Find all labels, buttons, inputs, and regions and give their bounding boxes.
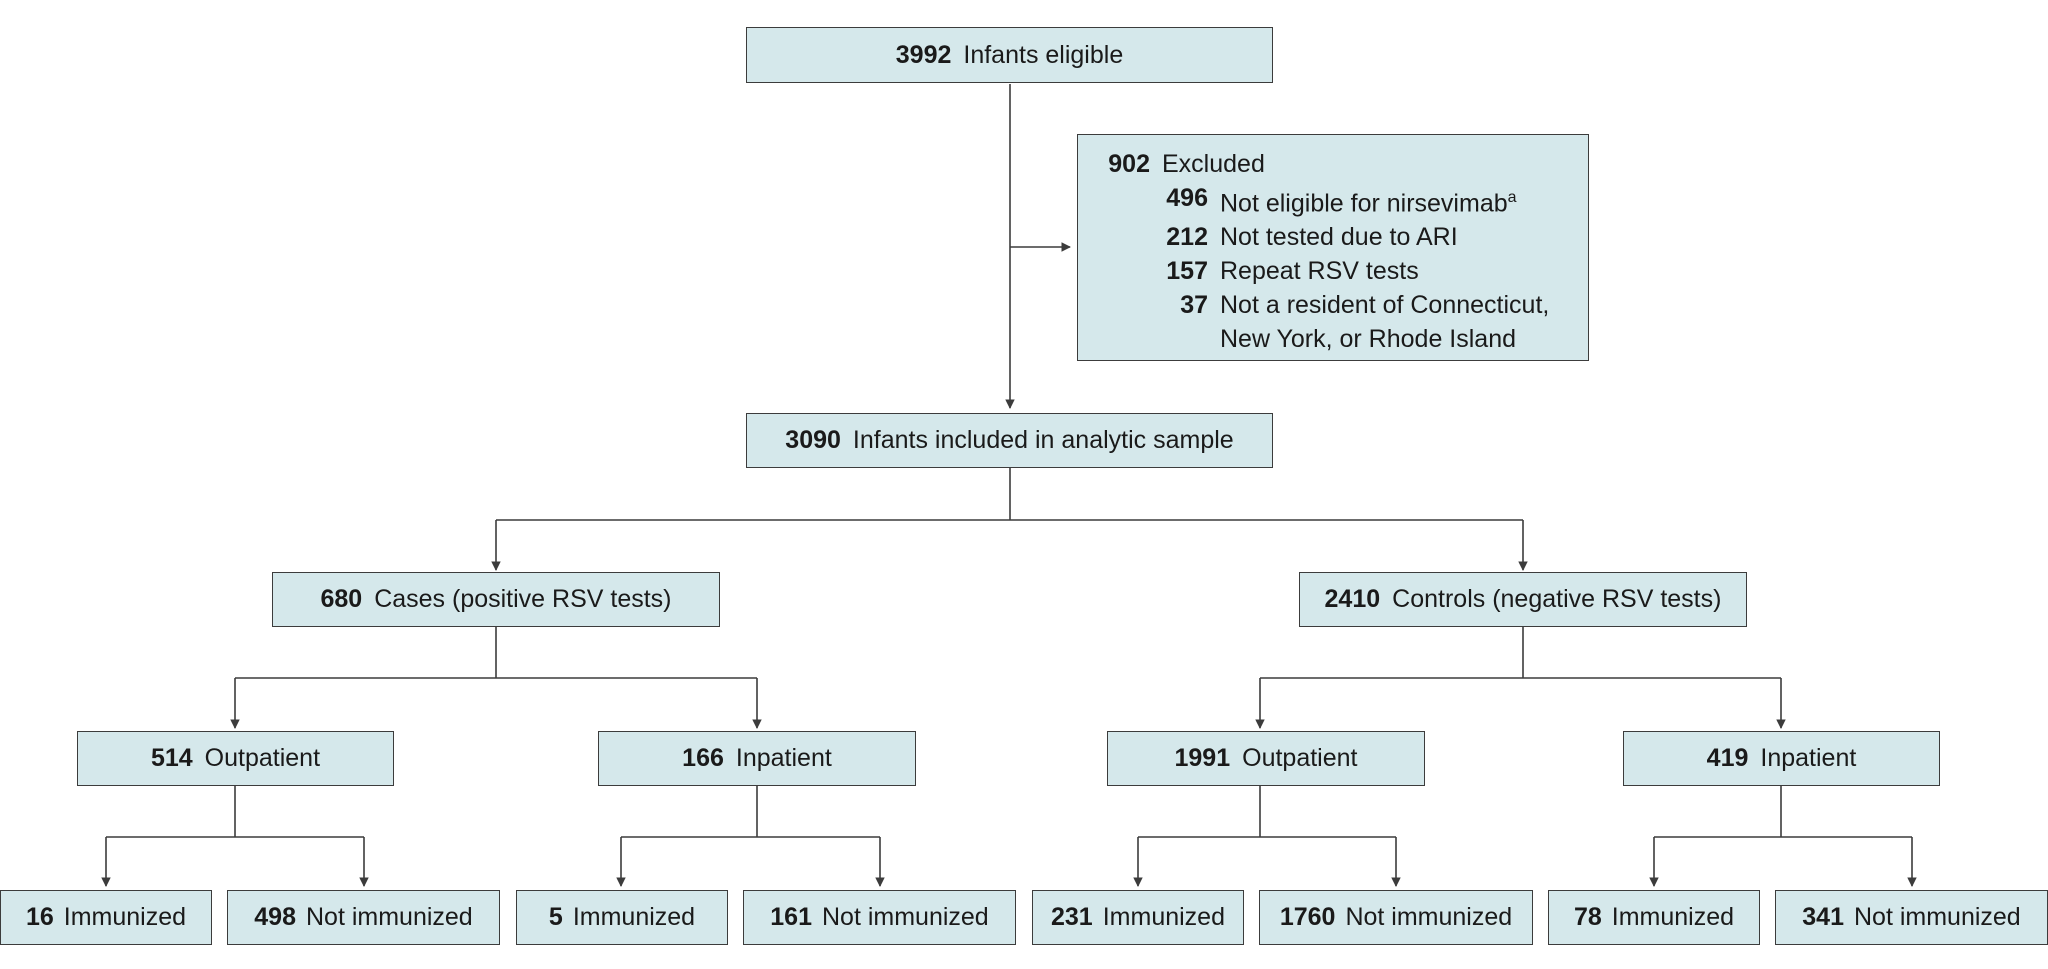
eligible-box: 3992 Infants eligible [746, 27, 1273, 83]
controls-inpatient-box: 419 Inpatient [1623, 731, 1940, 786]
controls-count: 2410 [1324, 585, 1381, 613]
cases-outpatient-not-immunized-box: 498 Not immunized [227, 890, 500, 945]
controls-outpatient-box: 1991 Outpatient [1107, 731, 1425, 786]
controls-inpatient-immunized-box: 78 Immunized [1548, 890, 1760, 945]
controls-outpatient-immunized-box: 231 Immunized [1032, 890, 1244, 945]
included-count: 3090 [785, 426, 841, 454]
controls-box: 2410 Controls (negative RSV tests) [1299, 572, 1747, 627]
cases-inpatient-not-immunized-box: 161 Not immunized [743, 890, 1016, 945]
included-label: Infants included in analytic sample [852, 426, 1234, 454]
excluded-reason: 157 Repeat RSV tests [1166, 257, 1419, 286]
footnote-marker: a [1507, 189, 1517, 206]
eligible-count: 3992 [895, 40, 952, 69]
excluded-reason: 212 Not tested due to ARI [1166, 223, 1458, 252]
cases-label: Cases (positive RSV tests) [374, 585, 672, 613]
cases-outpatient-box: 514 Outpatient [77, 731, 394, 786]
excluded-reason: 496 Not eligible for nirsevimaba [1166, 184, 1517, 218]
cases-outpatient-immunized-box: 16 Immunized [0, 890, 212, 945]
excluded-reason: 37 Not a resident of Connecticut,New Yor… [1180, 291, 1550, 354]
excluded-label: Excluded [1162, 150, 1265, 178]
eligible-label: Infants eligible [963, 40, 1124, 69]
excluded-count: 902 [1108, 150, 1150, 178]
excluded-reasons-list: 496 Not eligible for nirsevimaba 212 Not… [1162, 181, 1549, 356]
controls-outpatient-not-immunized-box: 1760 Not immunized [1259, 890, 1533, 945]
cases-count: 680 [320, 585, 363, 613]
controls-inpatient-not-immunized-box: 341 Not immunized [1775, 890, 2048, 945]
controls-label: Controls (negative RSV tests) [1392, 585, 1722, 613]
excluded-box: 902 Excluded 496 Not eligible for nirsev… [1077, 134, 1589, 361]
cases-box: 680 Cases (positive RSV tests) [272, 572, 720, 627]
included-box: 3090 Infants included in analytic sample [746, 413, 1273, 468]
cases-inpatient-immunized-box: 5 Immunized [516, 890, 728, 945]
cases-inpatient-box: 166 Inpatient [598, 731, 916, 786]
